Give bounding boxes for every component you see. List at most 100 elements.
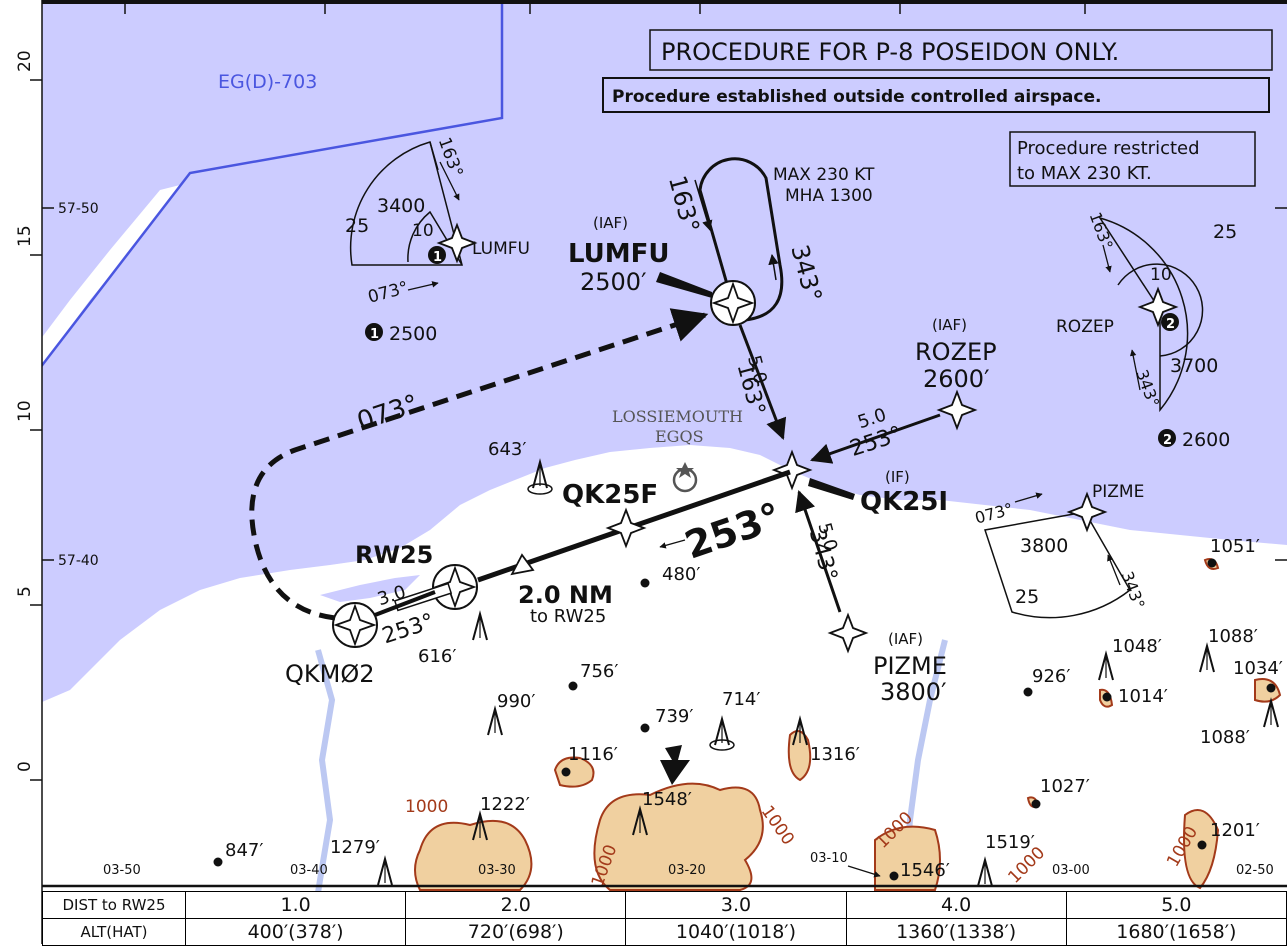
scale-label: 20 (15, 50, 35, 72)
taa-lumfu-marker (428, 246, 446, 264)
lon-label: 03-20 (668, 863, 706, 878)
final-direction-arrow (659, 539, 686, 549)
final-to: to RW25 (530, 606, 606, 627)
taa-pizme-r-outer: 25 (1015, 586, 1039, 608)
taa-lumfu-r-inner: 10 (412, 221, 434, 241)
taa-rozep-label: ROZEP (1056, 317, 1114, 337)
obstacle-group: 643′ 480′ 616′ 756′ 990′ 739′ 714′ 1116′… (213, 439, 1283, 887)
qkm02-fix-icon (332, 602, 378, 648)
left-scale-bar (0, 0, 42, 944)
table-cell: 2.0 (405, 891, 627, 919)
left-scale-ticks (30, 79, 42, 781)
pizme-leg (795, 490, 842, 613)
lumfu-fix-icon (710, 280, 756, 326)
taa-pizme-alt: 3800 (1020, 535, 1068, 557)
holding-mha: MHA 1300 (785, 186, 873, 206)
table-cell: 400′(378′) (184, 918, 407, 946)
restriction-note-2: to MAX 230 KT. (1017, 163, 1152, 184)
obstacle-elev: 1201′ (1210, 820, 1260, 841)
obstacle-elev: 756′ (580, 661, 618, 682)
table-cell: 720′(698′) (405, 918, 627, 946)
table-cell: 4.0 (845, 891, 1067, 919)
holding-pattern (698, 157, 784, 322)
table-cell: 1680′(1658′) (1065, 918, 1287, 946)
p8-note-box (649, 29, 1273, 71)
vdp-icon (510, 553, 535, 576)
taa-rozep-alt: 3700 (1170, 355, 1218, 377)
rozep-role: (IAF) (932, 316, 967, 334)
land-mass (0, 445, 1287, 944)
spot-height-icon (213, 857, 223, 867)
river (307, 649, 336, 944)
high-terrain (414, 558, 1282, 891)
rozep-alt: 2600′ (923, 365, 990, 393)
obstacle-elev: 1034′ (1233, 658, 1283, 679)
spot-height-icon (568, 681, 578, 691)
spot-height-icon (640, 578, 650, 588)
table-row: ALT(HAT) 400′(378′) 720′(698′) 1040′(101… (42, 918, 1287, 946)
lon-label: 02-50 (1236, 863, 1274, 878)
lon-pointer (847, 865, 881, 878)
spot-height-icon (1197, 840, 1207, 850)
obstacle-elev: 1088′ (1208, 626, 1258, 647)
taa-rozep-marker (1161, 313, 1179, 331)
inlet (320, 575, 420, 602)
table-header-dist: DIST to RW25 (42, 891, 186, 919)
distance-altitude-table: DIST to RW25 1.0 2.0 3.0 4.0 5.0 ALT(HAT… (42, 891, 1287, 946)
lumfu-role: (IAF) (593, 214, 628, 232)
scale-label: 15 (15, 225, 35, 247)
scale-label: 10 (15, 400, 35, 422)
lon-label: 03-30 (478, 863, 516, 878)
lon-label: 03-40 (290, 863, 328, 878)
scale-label: 5 (15, 586, 35, 597)
obstacle-elev: 1279′ (330, 837, 380, 858)
obstacle-elev: 1051′ (1210, 536, 1260, 557)
spot-height-icon (1266, 683, 1276, 693)
note-1-alt: 2500 (389, 323, 437, 345)
obstacle-elev: 1316′ (810, 744, 860, 765)
table-cell: 1040′(1018′) (625, 918, 847, 946)
table-header-alt: ALT(HAT) (42, 918, 186, 946)
outside-ca-box (602, 77, 1270, 113)
lumfu-leader (656, 272, 712, 298)
holding-speed: MAX 230 KT (773, 165, 875, 185)
obstacle-elev: 1222′ (480, 794, 530, 815)
table-cell: 1.0 (184, 891, 407, 919)
taa-lumfu-out-arrow (407, 281, 439, 291)
airport-beacon-icon (676, 462, 694, 478)
taa-lumfu-marker-num: 1 (433, 250, 442, 265)
note-marker-2-num: 2 (1163, 433, 1172, 448)
rozep-name: ROZEP (915, 338, 997, 366)
pizme-alt: 3800′ (880, 678, 947, 706)
taa-lumfu-in-arrow (439, 161, 460, 201)
lat-label: 57-50 (58, 201, 99, 217)
lighted-obstacle-icon (709, 739, 735, 751)
taa-rozep-in-arrow (1102, 244, 1112, 273)
taa-lumfu-r-outer: 25 (345, 215, 369, 237)
obstacle-elev: 739′ (655, 706, 693, 727)
taa-pizme (984, 511, 1131, 619)
obstacle-elev: 1014′ (1118, 686, 1168, 707)
spot-height-icon (1207, 558, 1217, 568)
note-marker-2 (1158, 429, 1176, 447)
p8-note: PROCEDURE FOR P-8 POSEIDON ONLY. (661, 38, 1119, 66)
pizme-name: PIZME (873, 652, 947, 680)
obstacle-elev: 1548′ (642, 789, 692, 810)
obstacle-elev: 643′ (488, 439, 526, 460)
obstacle-elev: 1546′ (900, 860, 950, 881)
qkm02-name: QKMØ2 (285, 660, 375, 688)
qk25f-name: QK25F (562, 480, 658, 510)
lumfu-alt: 2500′ (580, 268, 647, 296)
missed-approach-track (249, 308, 709, 621)
taa-pizme-label: PIZME (1092, 482, 1144, 502)
holding-outbound-arrow (768, 253, 779, 281)
obstacle-elev: 926′ (1032, 666, 1070, 687)
table-row: DIST to RW25 1.0 2.0 3.0 4.0 5.0 (42, 891, 1287, 919)
pizme-role: (IAF) (888, 630, 923, 648)
table-cell: 5.0 (1065, 891, 1287, 919)
qk25i-name: QK25I (860, 487, 948, 517)
restriction-box (1009, 131, 1256, 187)
missed-leg (374, 590, 436, 617)
lon-label: 03-00 (1052, 863, 1090, 878)
